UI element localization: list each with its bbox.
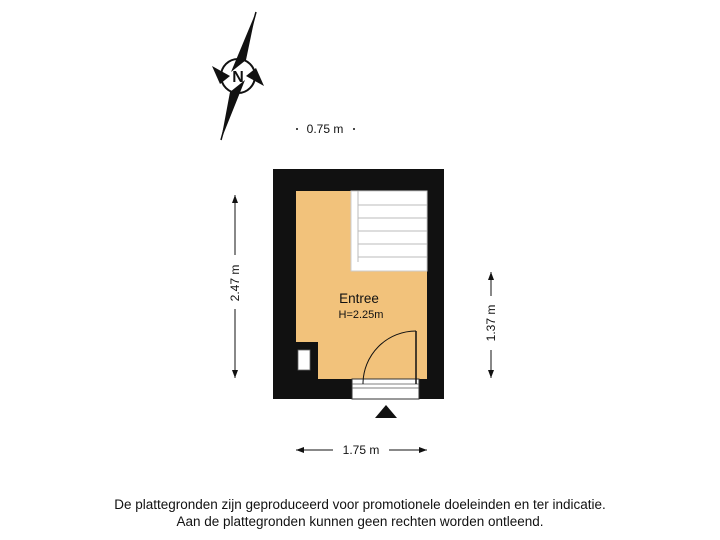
top-dimension-label: 0.75 m <box>307 122 344 136</box>
compass-letter: N <box>232 69 244 86</box>
left-dimension-label: 2.47 m <box>228 265 242 302</box>
disclaimer: De plattegronden zijn geproduceerd voor … <box>0 496 720 530</box>
bottom-dimension: 1.75 m <box>296 441 427 459</box>
entrance-door <box>351 330 420 400</box>
north-arrow-icon: N <box>212 11 264 141</box>
top-dimension: 0.75 m <box>296 122 355 136</box>
room-height: H=2.25m <box>339 309 384 321</box>
disclaimer-line-2: Aan de plattegronden kunnen geen rechten… <box>176 514 544 529</box>
staircase <box>350 190 428 272</box>
disclaimer-line-1: De plattegronden zijn geproduceerd voor … <box>114 497 606 512</box>
room-name: Entree <box>339 291 379 306</box>
bottom-dimension-label: 1.75 m <box>343 443 380 457</box>
left-dimension: 2.47 m <box>226 195 244 378</box>
entrance-triangle-icon <box>375 405 397 418</box>
meter-cupboard <box>297 349 311 371</box>
right-dimension-label: 1.37 m <box>484 305 498 342</box>
right-dimension: 1.37 m <box>482 272 500 378</box>
